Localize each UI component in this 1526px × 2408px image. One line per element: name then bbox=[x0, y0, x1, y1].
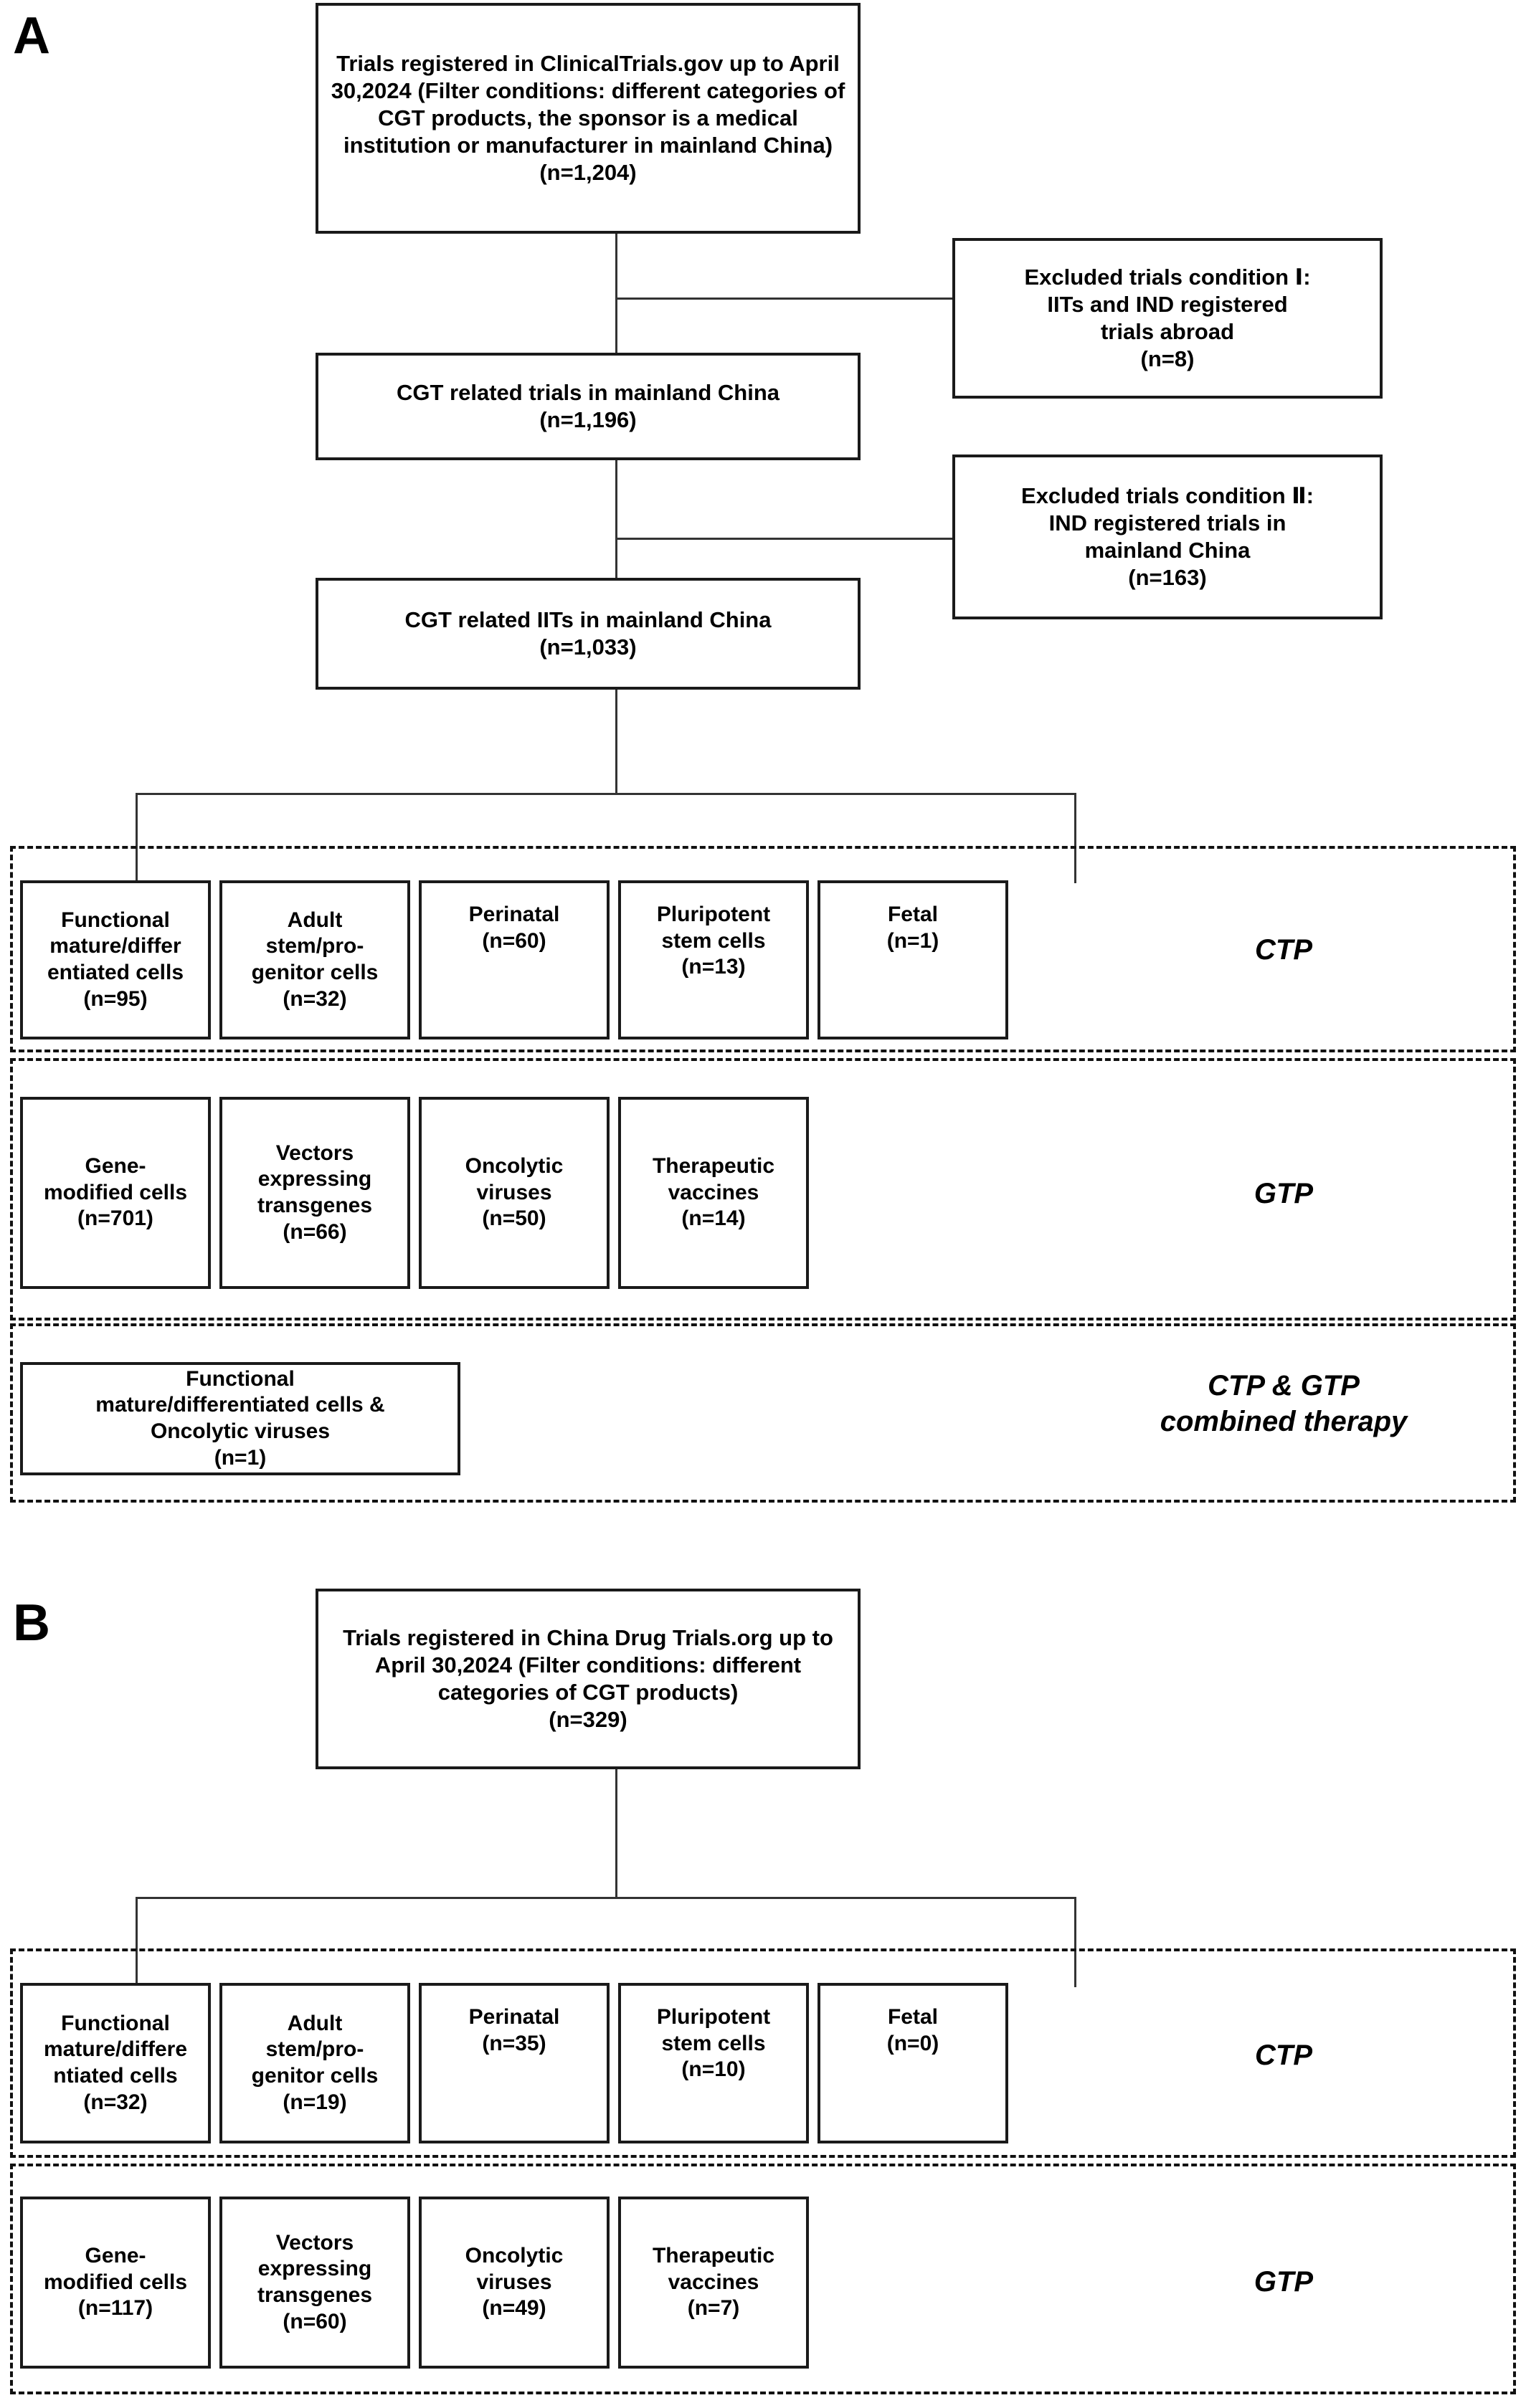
panel-a-exclusion-box-1: Excluded trials condition Ⅰ: IITs and IN… bbox=[952, 238, 1383, 399]
connector-b-source-trunk bbox=[615, 1769, 617, 1897]
connector-b-split-bar bbox=[136, 1897, 1076, 1899]
panel-a-gtp-item-1-text: Vectors expressing transgenes (n=66) bbox=[257, 1141, 373, 1244]
panel-b-gtp-group bbox=[10, 2164, 1516, 2394]
connector-a-split-bar bbox=[136, 793, 1076, 795]
panel-b-source-box: Trials registered in China Drug Trials.o… bbox=[316, 1589, 861, 1769]
panel-b-ctp-item-3-text: Pluripotent stem cells (n=10) bbox=[656, 2005, 771, 2082]
panel-a-ctp-group bbox=[10, 846, 1516, 1052]
panel-a-ctp-item-1-text: Adult stem/pro- genitor cells (n=32) bbox=[251, 908, 379, 1011]
panel-b-gtp-item-3-text: Therapeutic vaccines (n=7) bbox=[652, 2244, 775, 2321]
panel-label-a: A bbox=[13, 7, 50, 65]
panel-a-ctp-item-4-text: Fetal (n=1) bbox=[886, 903, 939, 953]
panel-a-gtp-item-2-text: Oncolytic viruses (n=50) bbox=[465, 1154, 564, 1231]
panel-a-combined-item-0: Functional mature/differentiated cells &… bbox=[20, 1362, 460, 1475]
panel-b-ctp-item-0-text: Functional mature/differe ntiated cells … bbox=[43, 2011, 188, 2114]
panel-a-gtp-item-0: Gene- modified cells (n=701) bbox=[20, 1097, 211, 1289]
panel-b-ctp-item-1-text: Adult stem/pro- genitor cells (n=19) bbox=[251, 2011, 379, 2114]
panel-a-ctp-group-label: CTP bbox=[1255, 934, 1312, 966]
panel-a-combined-group bbox=[10, 1323, 1516, 1503]
panel-a-gtp-group bbox=[10, 1058, 1516, 1320]
panel-a-gtp-item-1: Vectors expressing transgenes (n=66) bbox=[219, 1097, 410, 1289]
connector-a-iits-trunk bbox=[615, 690, 617, 794]
panel-b-ctp-item-2-text: Perinatal (n=35) bbox=[468, 2005, 560, 2055]
panel-a-combined-item-0-text: Functional mature/differentiated cells &… bbox=[95, 1366, 385, 1470]
panel-label-b: B bbox=[13, 1594, 50, 1652]
panel-b-gtp-item-2: Oncolytic viruses (n=49) bbox=[419, 2197, 610, 2369]
panel-b-gtp-item-1-text: Vectors expressing transgenes (n=60) bbox=[257, 2230, 373, 2333]
panel-b-ctp-group-label: CTP bbox=[1255, 2040, 1312, 2071]
connector-a-exclusion-1 bbox=[615, 298, 954, 300]
panel-a-ctp-item-3: Pluripotent stem cells (n=13) bbox=[618, 880, 809, 1039]
connector-a-source-to-trials bbox=[615, 234, 617, 353]
connector-a-trials-to-iits bbox=[615, 460, 617, 578]
panel-a-ctp-item-0: Functional mature/differ entiated cells … bbox=[20, 880, 211, 1039]
panel-a-cgt-iits-box: CGT related IITs in mainland China (n=1,… bbox=[316, 578, 861, 690]
panel-a-ctp-item-1: Adult stem/pro- genitor cells (n=32) bbox=[219, 880, 410, 1039]
panel-a-exclusion-box-2: Excluded trials condition Ⅱ: IND registe… bbox=[952, 455, 1383, 619]
connector-a-exclusion-2 bbox=[615, 538, 954, 540]
panel-b-ctp-item-4-text: Fetal (n=0) bbox=[886, 2005, 939, 2055]
panel-a-gtp-item-3: Therapeutic vaccines (n=14) bbox=[618, 1097, 809, 1289]
connector-a-branch-right bbox=[1074, 793, 1076, 883]
panel-b-gtp-group-label: GTP bbox=[1254, 2266, 1314, 2298]
panel-b-gtp-item-1: Vectors expressing transgenes (n=60) bbox=[219, 2197, 410, 2369]
panel-a-ctp-item-2-text: Perinatal (n=60) bbox=[468, 903, 560, 953]
panel-b-ctp-item-0: Functional mature/differe ntiated cells … bbox=[20, 1983, 211, 2143]
panel-b-ctp-item-1: Adult stem/pro- genitor cells (n=19) bbox=[219, 1983, 410, 2143]
panel-b-ctp-item-2: Perinatal (n=35) bbox=[419, 1983, 610, 2143]
panel-b-gtp-item-2-text: Oncolytic viruses (n=49) bbox=[465, 2244, 564, 2321]
panel-a-source-box: Trials registered in ClinicalTrials.gov … bbox=[316, 3, 861, 234]
panel-a-gtp-group-label: GTP bbox=[1254, 1178, 1314, 1209]
panel-b-gtp-item-0-text: Gene- modified cells (n=117) bbox=[43, 2244, 188, 2321]
panel-a-combined-group-label: CTP & GTP combined therapy bbox=[1160, 1370, 1408, 1437]
panel-b-ctp-group bbox=[10, 1948, 1516, 2158]
panel-a-ctp-item-2: Perinatal (n=60) bbox=[419, 880, 610, 1039]
panel-a-ctp-item-3-text: Pluripotent stem cells (n=13) bbox=[656, 903, 771, 979]
panel-a-ctp-item-4: Fetal (n=1) bbox=[818, 880, 1008, 1039]
panel-a-gtp-item-2: Oncolytic viruses (n=50) bbox=[419, 1097, 610, 1289]
panel-b-ctp-item-3: Pluripotent stem cells (n=10) bbox=[618, 1983, 809, 2143]
panel-a-gtp-item-0-text: Gene- modified cells (n=701) bbox=[43, 1154, 188, 1231]
connector-a-branch-left bbox=[136, 793, 138, 883]
panel-b-gtp-item-0: Gene- modified cells (n=117) bbox=[20, 2197, 211, 2369]
panel-b-gtp-item-3: Therapeutic vaccines (n=7) bbox=[618, 2197, 809, 2369]
panel-a-gtp-item-3-text: Therapeutic vaccines (n=14) bbox=[652, 1154, 775, 1231]
panel-b-ctp-item-4: Fetal (n=0) bbox=[818, 1983, 1008, 2143]
panel-a-ctp-item-0-text: Functional mature/differ entiated cells … bbox=[47, 908, 184, 1011]
connector-b-branch-right bbox=[1074, 1897, 1076, 1987]
connector-b-branch-left bbox=[136, 1897, 138, 1987]
panel-a-cgt-trials-box: CGT related trials in mainland China (n=… bbox=[316, 353, 861, 460]
